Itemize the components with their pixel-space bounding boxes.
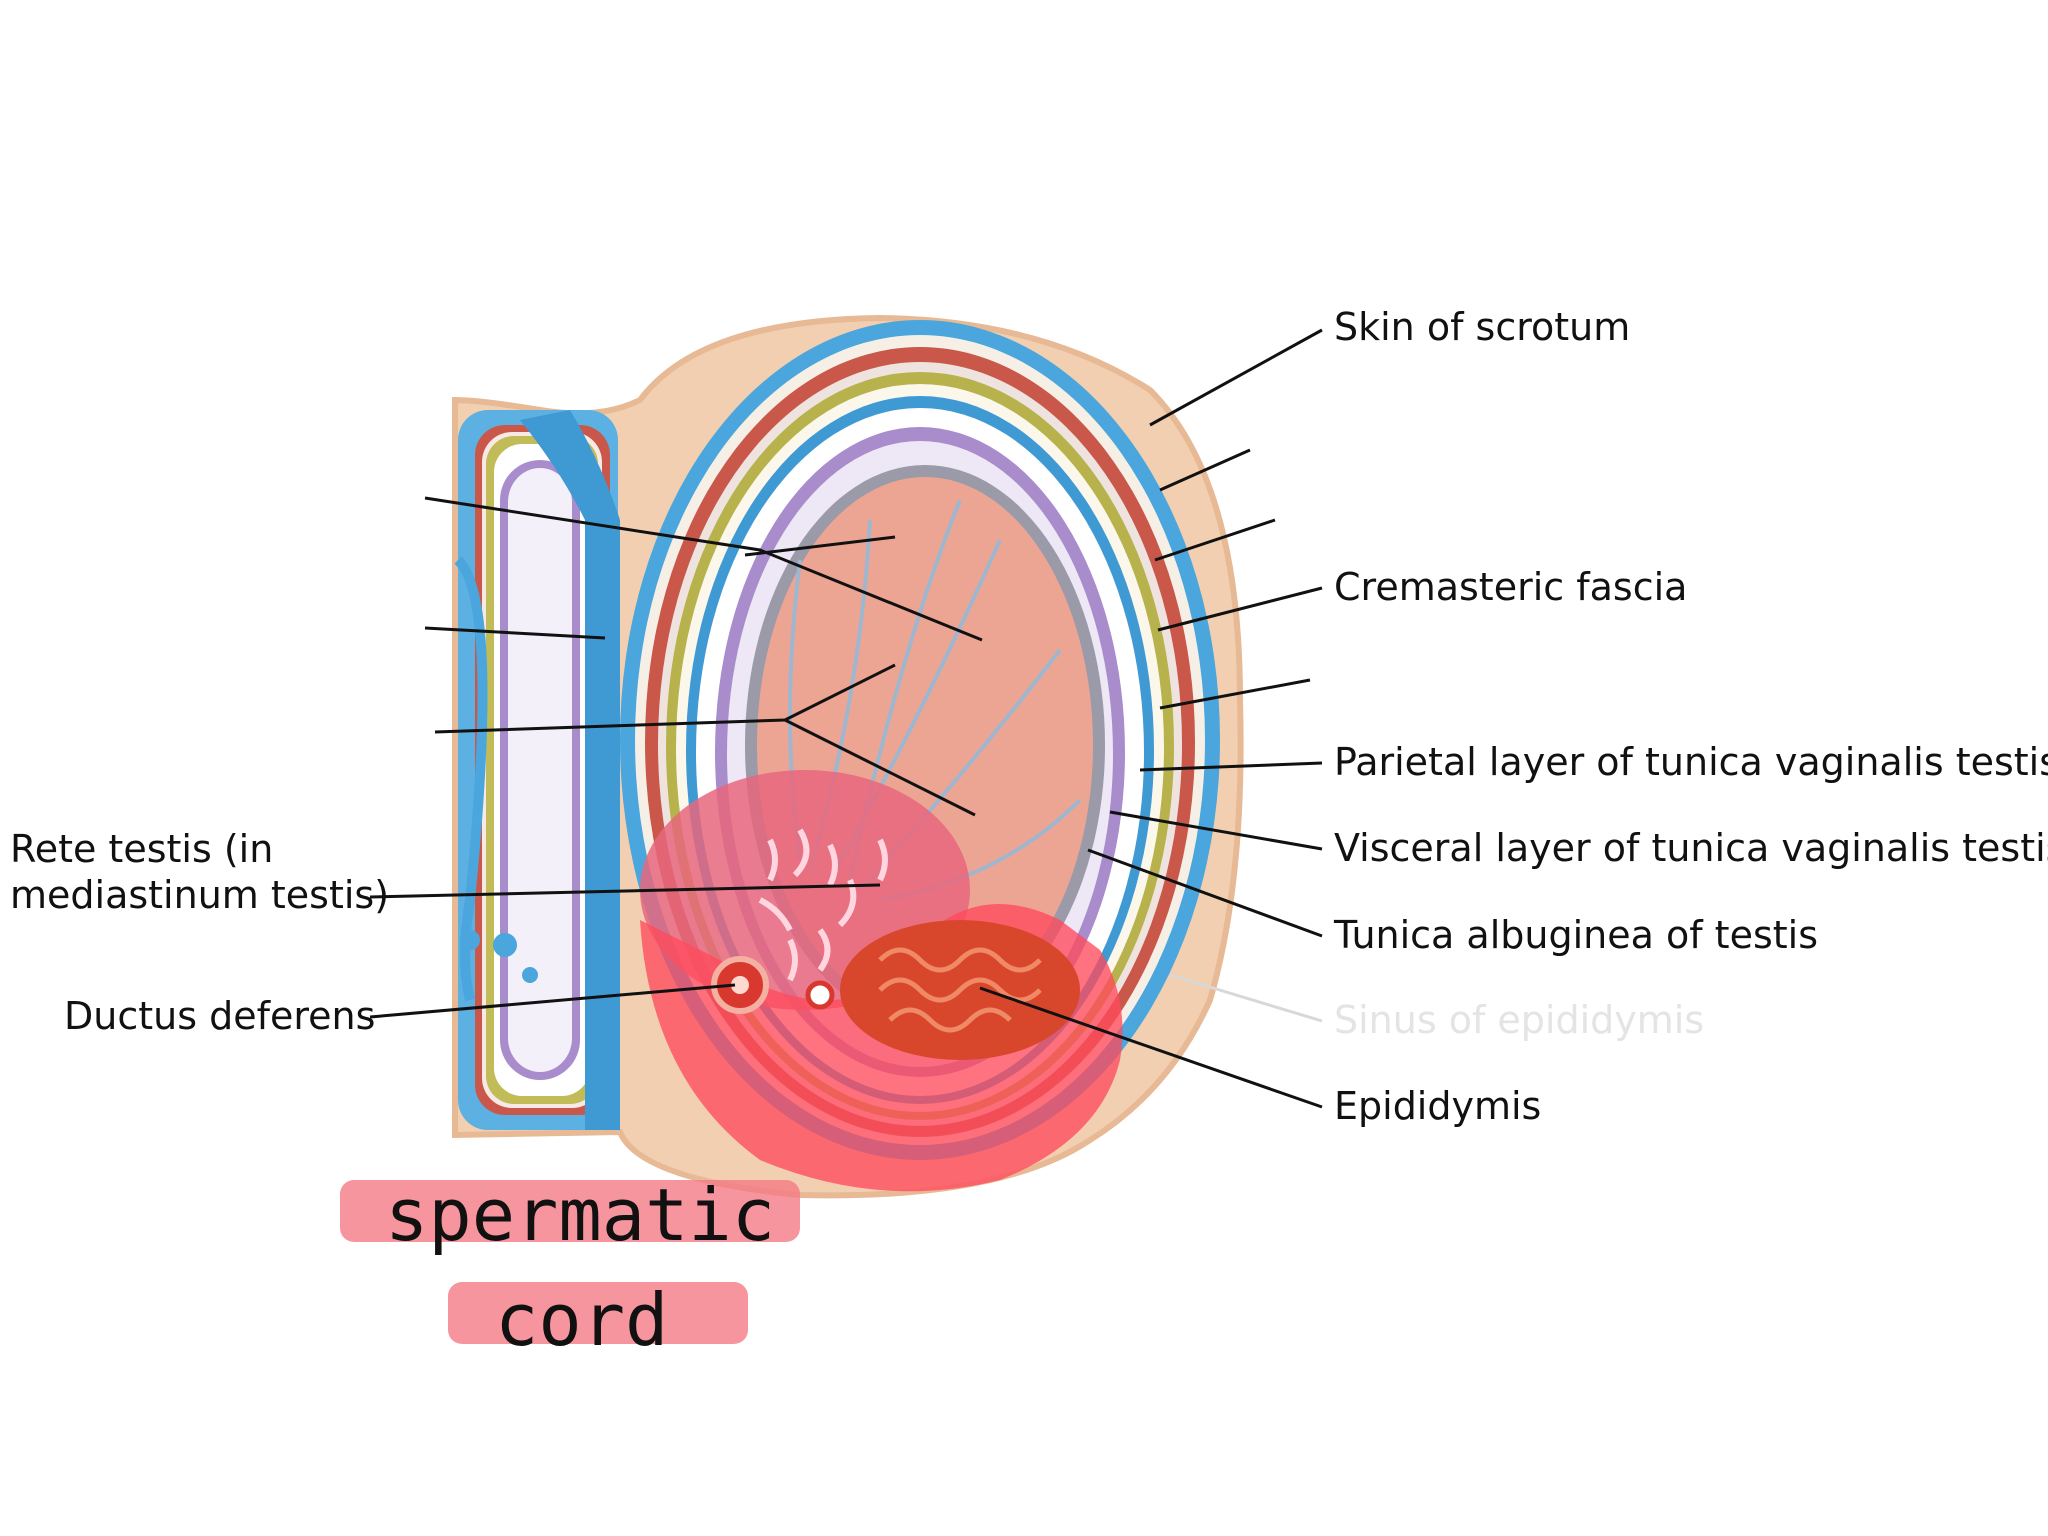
marker-highlight-1 xyxy=(340,1180,800,1242)
anatomical-illustration xyxy=(452,314,1244,1199)
handwritten-annotation: spermatic cord xyxy=(340,1173,800,1362)
label-skin-of-scrotum: Skin of scrotum xyxy=(1334,305,1630,349)
label-parietal-layer: Parietal layer of tunica vaginalis testi… xyxy=(1334,740,2048,784)
marker-highlight-2 xyxy=(448,1282,748,1344)
label-rete-testis-line1: Rete testis (in xyxy=(10,827,273,871)
label-tunica-albuginea: Tunica albuginea of testis xyxy=(1333,913,1818,957)
label-epididymis: Epididymis xyxy=(1334,1084,1541,1128)
highlighted-region xyxy=(640,770,1123,1192)
scrotal-septum xyxy=(520,410,620,1130)
label-ductus-deferens: Ductus deferens xyxy=(64,994,375,1038)
annotation-spermatic: spermatic xyxy=(385,1173,775,1257)
label-visceral-layer: Visceral layer of tunica vaginalis testi… xyxy=(1334,826,2048,870)
label-cremasteric-fascia: Cremasteric fascia xyxy=(1334,565,1687,609)
annotation-cord: cord xyxy=(495,1278,668,1362)
label-rete-testis-line2: mediastinum testis) xyxy=(10,873,389,917)
leader-lines xyxy=(369,328,1323,1109)
label-sinus-of-epididymis: Sinus of epididymis xyxy=(1334,998,1704,1042)
left-compartment xyxy=(454,410,618,1130)
